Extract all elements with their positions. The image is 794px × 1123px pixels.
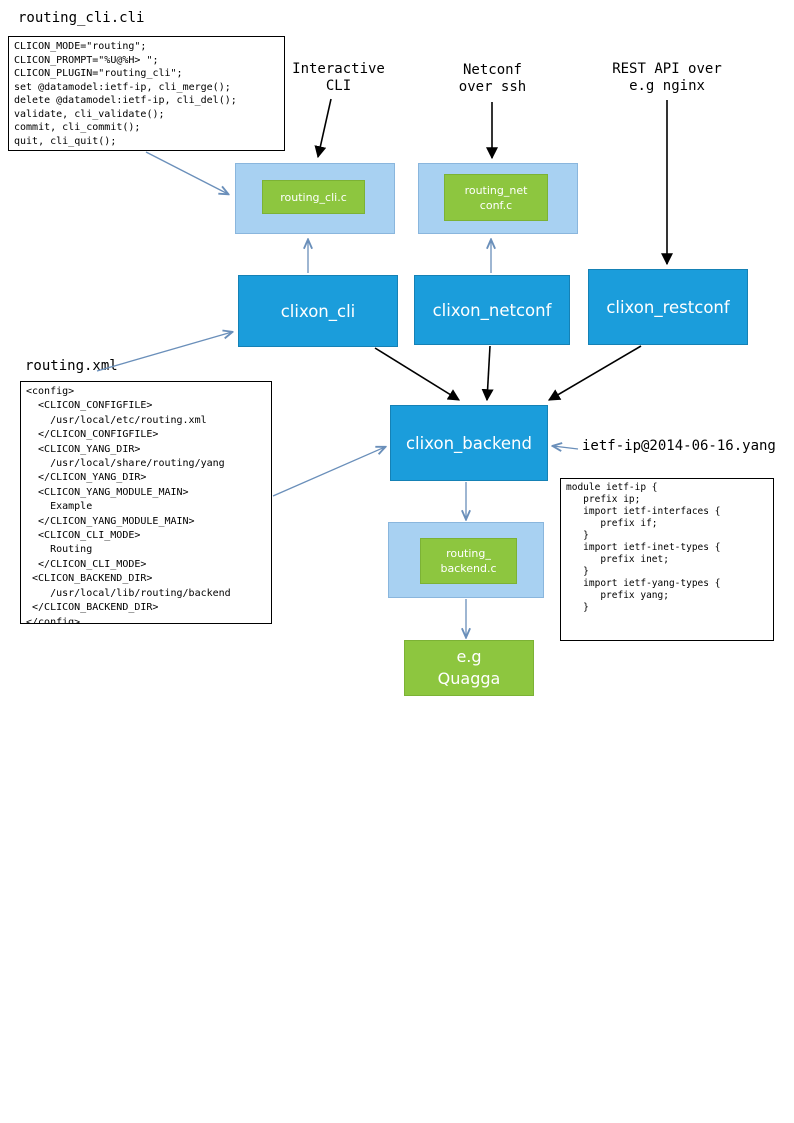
node-routing-backend-c: routing_ backend.c: [420, 538, 517, 584]
node-routing-netconf-plugin: routing_net conf.c: [418, 163, 578, 234]
node-clixon-restconf: clixon_restconf: [588, 269, 748, 345]
code-box-routing-xml: <config> <CLICON_CONFIGFILE> /usr/local/…: [20, 381, 272, 624]
code-box-ietf-yang: module ietf-ip { prefix ip; import ietf-…: [560, 478, 774, 641]
arrow-clixon-cli-to-clixon-backend: [374, 347, 461, 401]
node-routing-cli-c: routing_cli.c: [262, 180, 365, 214]
arrow-ietf-yang-to-clixon-backend: [553, 446, 579, 449]
arrow-clixon-netconf-to-clixon-backend: [481, 345, 494, 402]
file-label-routing-cli-cli: routing_cli.cli: [18, 10, 145, 26]
node-quagga: e.g Quagga: [404, 640, 534, 696]
file-label-ietf-yang: ietf-ip@2014-06-16.yang: [582, 438, 776, 454]
arrow-routing-xml-to-clixon-backend: [272, 447, 385, 497]
node-clixon-backend: clixon_backend: [390, 405, 548, 481]
node-clixon-cli: clixon_cli: [238, 275, 398, 347]
arrow-clixon-restconf-to-clixon-backend: [547, 345, 642, 401]
node-routing-cli-plugin: routing_cli.c: [235, 163, 395, 234]
node-routing-netconf-c: routing_net conf.c: [444, 174, 548, 221]
arrow-routing-cli-file-to-plugin: [145, 151, 228, 194]
code-box-routing-cli: CLICON_MODE="routing"; CLICON_PROMPT="%U…: [8, 36, 285, 151]
file-label-routing-xml: routing.xml: [25, 358, 118, 374]
node-clixon-netconf: clixon_netconf: [414, 275, 570, 345]
node-routing-backend-plugin: routing_ backend.c: [388, 522, 544, 598]
label-netconf-over-ssh: Netconf over ssh: [458, 62, 527, 95]
label-interactive-cli: Interactive CLI: [292, 61, 385, 94]
arrow-interactive-cli-to-routing-cli-plugin: [314, 98, 332, 159]
label-rest-api-nginx: REST API over e.g nginx: [612, 61, 722, 94]
